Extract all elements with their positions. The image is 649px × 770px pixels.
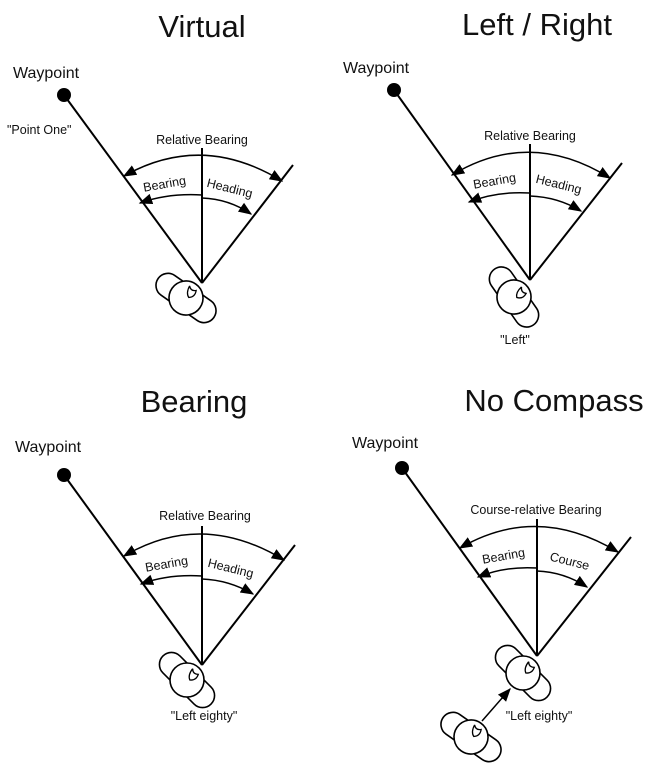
course-label: Course [548, 550, 591, 573]
course-line [201, 544, 296, 666]
robot-figure [494, 644, 552, 702]
panel-virtual: Virtual Waypoint "Point One" Relative Be… [7, 9, 294, 324]
relative-bearing-label: Relative Bearing [159, 509, 251, 523]
panel-title: Bearing [141, 384, 248, 419]
heading-arc [201, 197, 253, 215]
utterance-label: "Left eighty" [171, 709, 238, 723]
course-line [536, 536, 632, 657]
bearing-arc [138, 193, 203, 205]
panel-title: Virtual [158, 9, 245, 44]
bearing-arc [467, 191, 531, 203]
movement-arrow [481, 687, 511, 722]
course-relative-bearing-label: Course-relative Bearing [470, 503, 601, 517]
waypoint-line [393, 89, 531, 281]
robot-figure [158, 651, 216, 709]
relative-bearing-arc [122, 154, 284, 182]
waypoint-label: Waypoint [15, 439, 82, 456]
bearing-arc [476, 566, 538, 578]
relative-bearing-label: Relative Bearing [156, 133, 248, 147]
waypoint-line [401, 467, 538, 657]
heading-label: Heading [534, 172, 583, 197]
panel-bearing: Bearing Waypoint Relative Bearing "Left … [15, 384, 296, 723]
previous-robot-figure [440, 711, 502, 763]
bearing-arc [139, 574, 203, 585]
waypoint-label: Waypoint [343, 60, 410, 77]
utterance-label: "Left eighty" [506, 709, 573, 723]
waypoint-label: Waypoint [13, 65, 80, 82]
waypoint-line [63, 94, 203, 284]
bearing-label: Bearing [142, 173, 187, 194]
waypoint-name-label: "Point One" [7, 123, 71, 137]
heading-arc [201, 578, 255, 595]
waypoint-label: Waypoint [352, 435, 419, 452]
panel-title: No Compass [464, 383, 643, 418]
course-arc [536, 570, 589, 588]
waypoint-line [63, 474, 203, 666]
course-relative-bearing-arc [458, 525, 620, 553]
course-line [201, 164, 294, 284]
robot-figure [155, 272, 217, 324]
heading-label: Heading [206, 556, 255, 581]
bearing-label: Bearing [472, 170, 517, 191]
relative-bearing-arc [122, 533, 286, 561]
utterance-label: "Left" [500, 333, 530, 347]
panel-title: Left / Right [462, 7, 612, 42]
heading-label: Heading [205, 176, 254, 201]
panel-no-compass: No Compass Waypoint Course-relative Bear… [352, 383, 644, 763]
panel-left-right: Left / Right Waypoint Relative Bearing "… [343, 7, 623, 347]
relative-bearing-arc [450, 151, 612, 179]
bearing-label: Bearing [144, 553, 189, 574]
course-line [529, 162, 623, 281]
robot-figure [488, 266, 540, 328]
heading-arc [529, 195, 583, 212]
relative-bearing-label: Relative Bearing [484, 129, 576, 143]
bearing-label: Bearing [481, 545, 526, 566]
